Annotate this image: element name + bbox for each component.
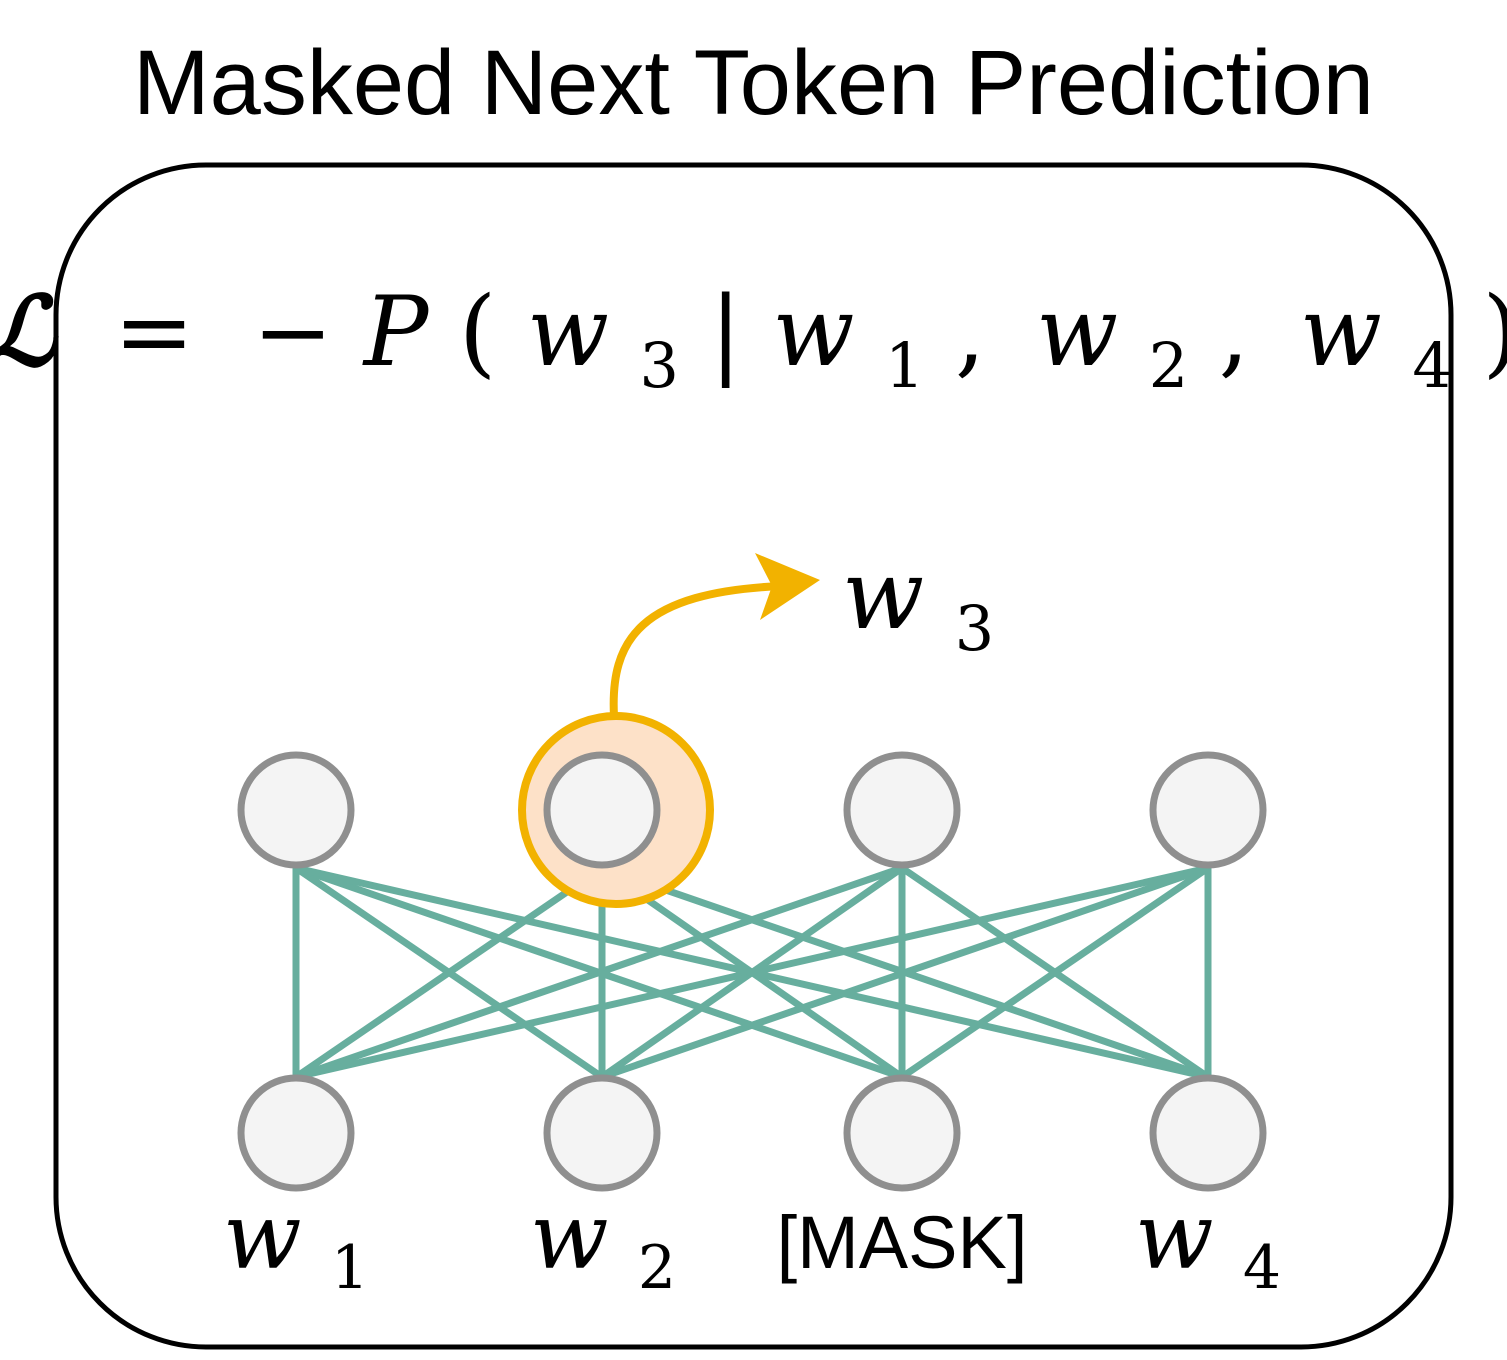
loss-ctx3-sub: 4 <box>1412 329 1451 402</box>
token-label-w1: w 1 <box>223 1183 369 1303</box>
bottom-node-3 <box>843 1074 961 1192</box>
bottom-node-1 <box>237 1074 355 1192</box>
loss-ctx1-base: w <box>772 276 854 388</box>
loss-comma-2: , <box>1219 276 1250 388</box>
loss-target-base: w <box>527 276 609 388</box>
diagram-title: Masked Next Token Prediction <box>133 32 1374 134</box>
node-group <box>237 712 1267 1192</box>
output-arrow-path <box>609 582 783 717</box>
token-label-w1-base: w <box>223 1183 302 1290</box>
curved-arrow-icon <box>609 553 820 717</box>
edge-4-2 <box>600 864 1210 1081</box>
output-label-sub: 3 <box>955 592 994 665</box>
token-label-w4: w 4 <box>1135 1183 1281 1303</box>
loss-symbol: ℒ <box>0 275 59 388</box>
loss-ctx1-sub: 1 <box>885 329 924 402</box>
output-label: w 3 <box>842 539 994 665</box>
loss-open-paren: ( <box>459 276 496 388</box>
loss-formula: ℒ = − P ( w 3 | w 1 , w 2 , w 4 ) <box>0 275 1507 410</box>
top-node-1 <box>237 751 355 869</box>
edge-2-1 <box>294 865 604 1080</box>
loss-P: P <box>362 276 430 388</box>
token-label-w4-sub: 4 <box>1243 1233 1281 1303</box>
loss-ctx2-base: w <box>1036 276 1118 388</box>
edge-4-3 <box>900 865 1210 1080</box>
edge-4-1 <box>295 864 1209 1081</box>
token-label-w1-sub: 1 <box>331 1233 369 1303</box>
bottom-node-4 <box>1149 1074 1267 1192</box>
edge-3-1 <box>294 864 904 1081</box>
loss-ctx2-sub: 2 <box>1149 329 1188 402</box>
output-label-base: w <box>842 539 924 651</box>
loss-equals: = <box>114 276 194 388</box>
loss-minus: − <box>253 276 333 388</box>
top-node-4 <box>1149 751 1267 869</box>
loss-close-paren: ) <box>1482 276 1507 388</box>
token-label-w2-sub: 2 <box>638 1233 676 1303</box>
loss-ctx3-base: w <box>1300 276 1382 388</box>
bottom-node-2 <box>543 1074 661 1192</box>
loss-target-sub: 3 <box>640 329 679 402</box>
top-node-3 <box>843 751 961 869</box>
token-label-w2: w 2 <box>530 1183 676 1303</box>
edge-group <box>292 864 1212 1081</box>
token-label-w4-base: w <box>1135 1183 1214 1290</box>
loss-comma-1: , <box>955 276 986 388</box>
token-label-mask: [MASK] <box>777 1201 1028 1284</box>
top-node-2 <box>543 751 661 869</box>
output-arrow-head <box>755 553 820 620</box>
token-labels: w 1 w 2 [MASK] w 4 <box>223 1183 1281 1303</box>
loss-bar: | <box>709 276 741 388</box>
frame-box <box>53 162 1454 1350</box>
token-label-w2-base: w <box>530 1183 609 1290</box>
